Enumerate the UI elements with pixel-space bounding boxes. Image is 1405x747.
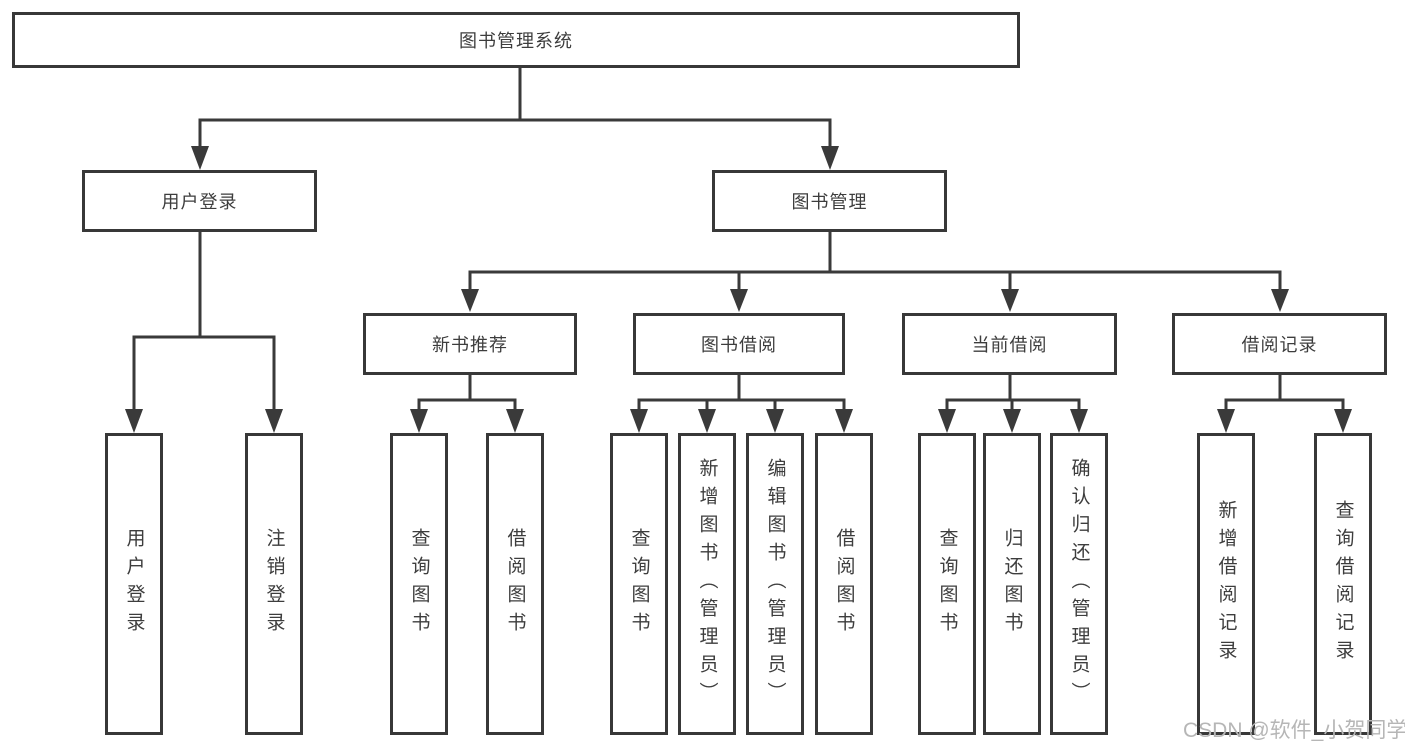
leaf-query-borrow-record: 查询借阅记录 — [1314, 433, 1372, 735]
leaf-confirm-return-admin: 确认归还（管理员） — [1050, 433, 1108, 735]
node-label: 查询图书 — [936, 528, 958, 640]
node-label: 图书管理系统 — [459, 31, 573, 51]
leaf-borrow-book: 借阅图书 — [815, 433, 873, 735]
node-label: 查询图书 — [408, 528, 430, 640]
leaf-logout: 注销登录 — [245, 433, 303, 735]
node-label: 图书借阅 — [701, 335, 777, 355]
node-label: 图书管理 — [791, 192, 868, 212]
node-label: 用户登录 — [123, 528, 145, 640]
node-label: 借阅图书 — [833, 528, 855, 640]
node-new-book-recommendation: 新书推荐 — [363, 313, 577, 375]
node-book-borrowing: 图书借阅 — [633, 313, 845, 375]
node-label: 用户登录 — [161, 192, 238, 212]
edge-borrow-records-to-leaves — [1217, 375, 1352, 433]
node-label: 借阅记录 — [1241, 335, 1318, 355]
edge-user-login-to-leaves — [125, 232, 283, 433]
edge-current-borrow-to-leaves — [938, 375, 1088, 433]
node-label: 新增借阅记录 — [1215, 500, 1237, 668]
node-label: 当前借阅 — [971, 335, 1048, 355]
leaf-current-query-book: 查询图书 — [918, 433, 976, 735]
edge-root-to-level2 — [191, 68, 839, 170]
node-label: 注销登录 — [263, 528, 285, 640]
node-user-login: 用户登录 — [82, 170, 317, 232]
edge-book-borrow-to-leaves — [630, 375, 853, 433]
node-label: 归还图书 — [1001, 528, 1023, 640]
node-label: 查询借阅记录 — [1332, 500, 1354, 668]
node-library-management-system: 图书管理系统 — [12, 12, 1020, 68]
node-label: 查询图书 — [628, 528, 650, 640]
node-label: 借阅图书 — [504, 528, 526, 640]
node-borrowing-records: 借阅记录 — [1172, 313, 1387, 375]
node-label: 新增图书（管理员） — [696, 458, 718, 710]
leaf-rec-borrow-book: 借阅图书 — [486, 433, 544, 735]
leaf-rec-query-book: 查询图书 — [390, 433, 448, 735]
node-current-borrowing: 当前借阅 — [902, 313, 1117, 375]
node-book-management: 图书管理 — [712, 170, 947, 232]
leaf-user-login: 用户登录 — [105, 433, 163, 735]
leaf-borrow-query-book: 查询图书 — [610, 433, 668, 735]
leaf-edit-book-admin: 编辑图书（管理员） — [746, 433, 804, 735]
edge-new-book-rec-to-leaves — [410, 375, 524, 433]
leaf-add-book-admin: 新增图书（管理员） — [678, 433, 736, 735]
leaf-return-book: 归还图书 — [983, 433, 1041, 735]
csdn-watermark: CSDN @软件_小贺同学 — [1183, 719, 1405, 742]
node-label: 编辑图书（管理员） — [764, 458, 786, 710]
node-label: 确认归还（管理员） — [1068, 458, 1090, 710]
leaf-add-borrow-record: 新增借阅记录 — [1197, 433, 1255, 735]
node-label: 新书推荐 — [432, 335, 508, 355]
edge-book-mgmt-to-level3 — [461, 232, 1289, 312]
